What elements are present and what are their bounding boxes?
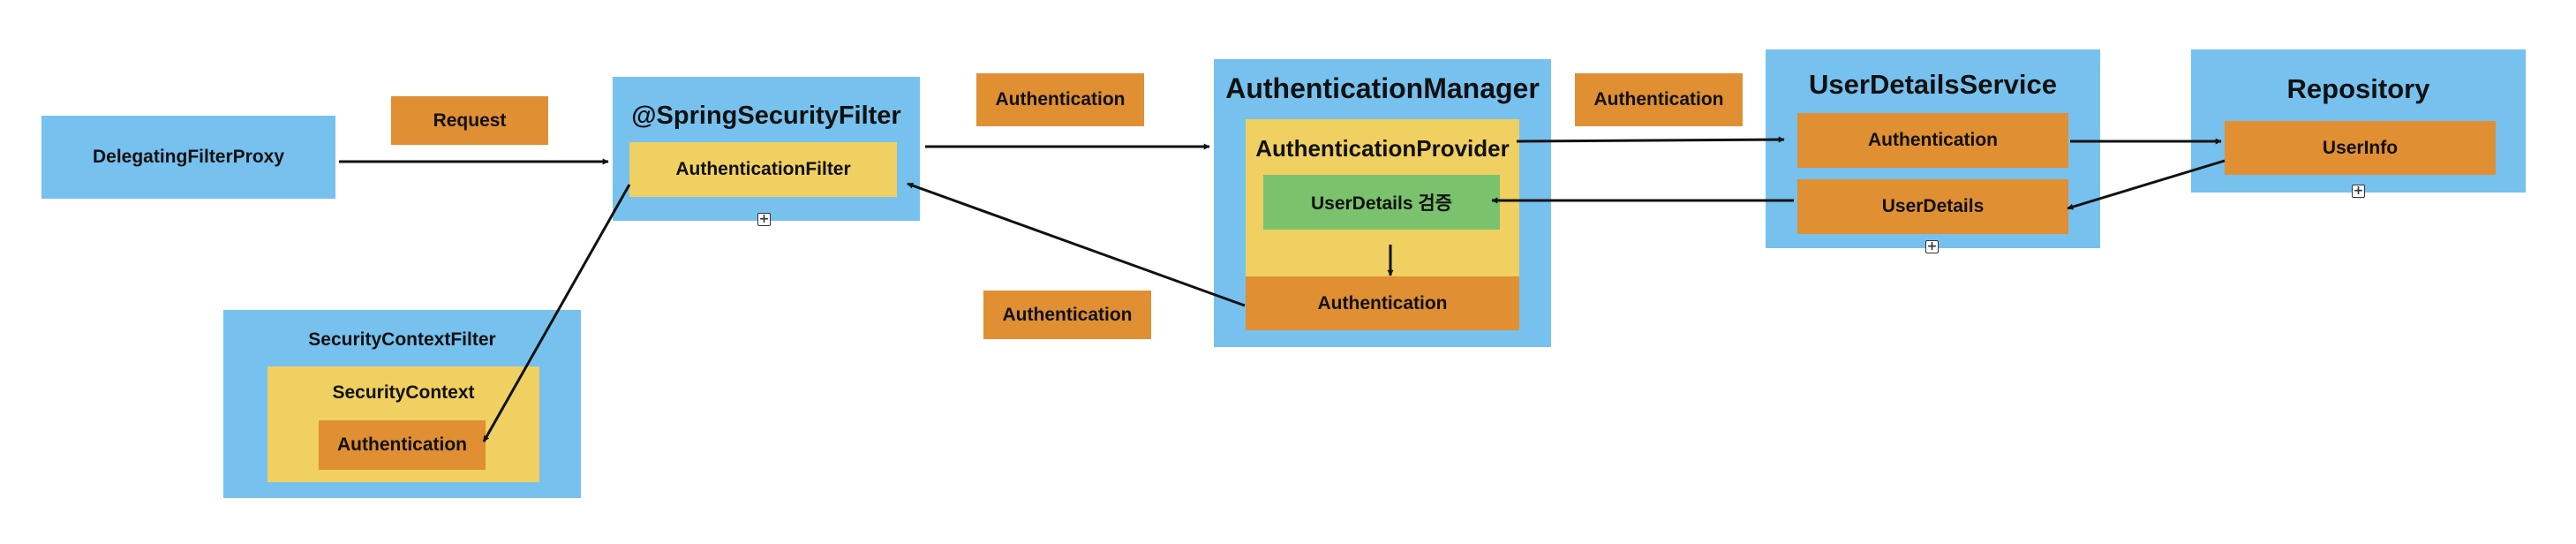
security-context-filter-title: SecurityContextFilter [308, 329, 496, 350]
userdetails-verify-box[interactable]: UserDetails 검증 [1263, 175, 1500, 230]
repository-title: Repository [2286, 73, 2430, 104]
user-details-service-title: UserDetailsService [1809, 69, 2057, 100]
expand-icon[interactable]: + [2352, 184, 2365, 198]
authentication-manager-title: AuthenticationManager [1225, 72, 1540, 104]
delegating-filter-proxy-box[interactable]: DelegatingFilterProxy [41, 116, 335, 199]
authentication-filter-box[interactable]: AuthenticationFilter [629, 142, 897, 197]
security-context-authentication-box[interactable]: Authentication [319, 420, 486, 470]
manager-authentication-box[interactable]: Authentication [1246, 276, 1519, 330]
arrow-manager-to-filter [907, 182, 1246, 307]
service-userdetails-box[interactable]: UserDetails [1797, 179, 2068, 234]
spring-security-filter-title: @SpringSecurityFilter [631, 102, 901, 130]
expand-icon[interactable]: + [1925, 239, 1939, 253]
authentication-provider-box[interactable]: AuthenticationProvider UserDetails 검증 [1246, 119, 1519, 306]
repository-box[interactable]: Repository UserInfo [2191, 49, 2526, 193]
authentication-label-service: Authentication [1575, 73, 1743, 126]
userinfo-box[interactable]: UserInfo [2225, 121, 2496, 175]
security-context-title: SecurityContext [332, 382, 475, 403]
expand-icon[interactable]: + [757, 212, 771, 226]
arrow-filter-to-security-context [482, 184, 631, 442]
authentication-label-response: Authentication [983, 291, 1151, 339]
authentication-provider-title: AuthenticationProvider [1255, 135, 1510, 162]
authentication-label-request: Authentication [976, 73, 1144, 126]
arrow-repository-to-userdetails [2067, 159, 2226, 210]
user-details-service-box[interactable]: UserDetailsService Authentication UserDe… [1766, 49, 2100, 248]
service-authentication-box[interactable]: Authentication [1797, 113, 2068, 168]
arrow-provider-to-service [1516, 136, 1785, 143]
request-label: Request [391, 96, 548, 145]
spring-security-filter-box[interactable]: @SpringSecurityFilter AuthenticationFilt… [613, 77, 920, 221]
